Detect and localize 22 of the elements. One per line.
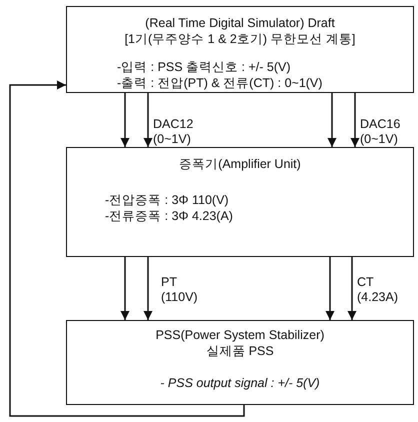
box-text: [1기(무주양수 1 & 2호기) 무한모선 계통] [124,32,356,46]
box-heading: (Real Time Digital Simulator) Draft [145,16,335,30]
arrow [120,93,130,147]
arrow [328,93,336,147]
arrow [326,257,334,320]
box-text: 실제품 PSS [206,344,274,358]
box-heading: PSS(Power System Stabilizer) [156,328,324,342]
arrow [144,257,152,320]
arrow [120,257,130,320]
arrow [9,80,245,417]
arrow [348,257,356,320]
box-text: -출력 : 전압(PT) & 전류(CT) : 0~1(V) [117,76,322,90]
arrow [350,93,360,147]
arrow [144,93,152,147]
box-text: - PSS output signal : +/- 5(V) [160,376,320,390]
box-text: -입력 : PSS 출력신호 : +/- 5(V) [117,60,291,74]
box-text: -전압증폭 : 3Φ 110(V) [105,193,229,207]
process-box [66,6,414,93]
box-text: -전류증폭 : 3Φ 4.23(A) [105,209,233,223]
box-heading: 증폭기(Amplifier Unit) [179,157,301,171]
process-box [66,147,414,257]
process-box [66,320,414,405]
